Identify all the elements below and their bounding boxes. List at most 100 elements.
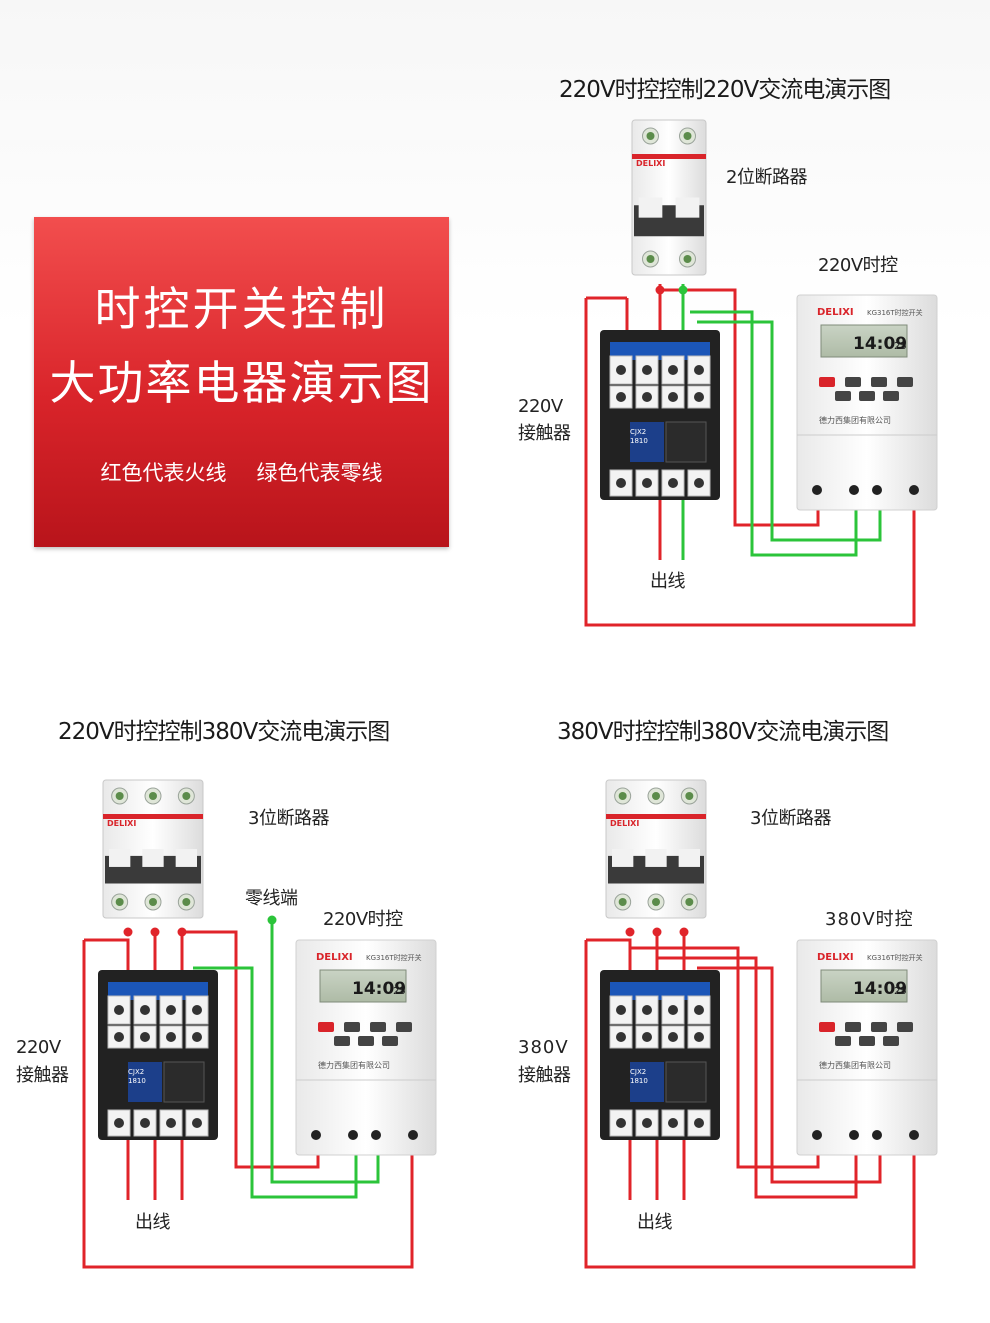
d2-breaker-handle-2 [175, 849, 197, 867]
legend-green-text: 绿色代表零线 [256, 461, 383, 485]
d2-breaker-screw-bottom-2-core [182, 898, 191, 906]
d2-dot-1 [123, 927, 133, 937]
d3-contactor-mid-screw-2 [668, 1032, 678, 1042]
d1-contactor-top-screw-1 [642, 365, 652, 375]
diagram3-output-label: 出线 [637, 1212, 673, 1233]
d1-breaker-brand: DELIXI [636, 159, 665, 168]
d2-contactor-bottom-screw-0 [114, 1118, 124, 1128]
d1-contactor-mid-screw-0 [616, 392, 626, 402]
d1-contactor-model-2: 1810 [630, 437, 648, 445]
d1-timer-button-row1-1 [845, 377, 861, 387]
d2-timer-button-row1-1 [344, 1022, 360, 1032]
d2-wire-left-top [84, 938, 130, 975]
banner-title-line2: 大功率电器演示图 [49, 356, 434, 410]
d3-timer-button-row1-1 [845, 1022, 861, 1032]
diagram2-output-label: 出线 [135, 1212, 171, 1233]
d3-breaker-screw-bottom-0-core [618, 898, 627, 906]
d2-timer-button-row1-2 [370, 1022, 386, 1032]
d2-contactor-top-screw-2 [166, 1005, 176, 1015]
d1-timer-button-row2-0 [835, 391, 851, 401]
diagram1-output-label: 出线 [650, 571, 686, 592]
d2-breaker-red-stripe [103, 814, 203, 819]
d3-contactor-mid-screw-3 [694, 1032, 704, 1042]
wires-layer [82, 284, 919, 1269]
d1-wire-neutral-timer-2 [697, 320, 882, 542]
d1-timer-terminal-3 [909, 485, 919, 495]
d2-contactor-mid-screw-1 [140, 1032, 150, 1042]
d1-timer-button-row2-2 [883, 391, 899, 401]
d3-contactor-mid-screw-0 [616, 1032, 626, 1042]
d2-timer-lcd [319, 969, 407, 1003]
diagram2-title: 220V时控控制380V交流电演示图 [58, 719, 390, 745]
d3-wire-left-top [586, 938, 632, 975]
d3-timer-brand: DELIXI [817, 952, 854, 963]
d3-breaker-screw-top-2-core [685, 792, 694, 800]
d2-timer-lcd-seconds: 25 [393, 986, 406, 997]
d3-breaker-screw-top-0-core [618, 792, 627, 800]
d3-timer-button-row2-2 [883, 1036, 899, 1046]
d1-contactor-model-1: CJX2 [630, 428, 646, 436]
d3-timer-company: 德力西集团有限公司 [819, 1060, 891, 1070]
d2-timer-button-row1-3 [396, 1022, 412, 1032]
d2-timer-lcd-time: 14:09 [352, 979, 406, 999]
d2-contactor-mid-screw-2 [166, 1032, 176, 1042]
d2-timer-button-row1-0 [318, 1022, 334, 1032]
d1-contactor-bottom-screw-0 [616, 478, 626, 488]
title-banner: 时控开关控制 大功率电器演示图 红色代表火线 绿色代表零线 [34, 217, 449, 547]
d3-breaker-handle-1 [645, 849, 667, 867]
d3-contactor-bottom-screw-3 [694, 1118, 704, 1128]
d3-breaker-screw-top-1-core [652, 792, 660, 800]
d3-dot-2 [652, 927, 662, 937]
d3-timer-button-row1-3 [897, 1022, 913, 1032]
d3-timer-button-row1-2 [871, 1022, 887, 1032]
d1-contactor-top-label [610, 342, 710, 360]
d1-timer-lcd-seconds: 25 [894, 341, 907, 352]
diagram3-contactor-label-1: 380V [518, 1037, 569, 1058]
d1-timer-terminal-1 [849, 485, 859, 495]
d3-dot-3 [679, 927, 689, 937]
d3-wire-live-loop [584, 940, 916, 1269]
d1-contactor-top-screw-0 [616, 365, 626, 375]
d2-contactor-top-screw-1 [140, 1005, 150, 1015]
diagram2-timer-label: 220V时控 [323, 909, 403, 930]
legend-red-text: 红色代表火线 [100, 461, 227, 485]
d3-contactor-top-screw-0 [616, 1005, 626, 1015]
d1-wire-live-timer [660, 288, 820, 527]
banner-title-line1: 时控开关控制 [94, 282, 389, 336]
d2-contactor-model-1: CJX2 [128, 1068, 144, 1076]
d3-contactor-top-screw-3 [694, 1005, 704, 1015]
d3-contactor-window [630, 1062, 664, 1102]
d1-breaker-handle-1 [675, 197, 700, 218]
d2-contactor-top-label [108, 982, 208, 1000]
d3-breaker-screw-bottom-1-core [652, 898, 660, 906]
d2-timer-button-row2-1 [358, 1036, 374, 1046]
d1-breaker-screw-bottom-0-core [646, 255, 655, 263]
d3-contactor-model-1: CJX2 [630, 1068, 646, 1076]
d1-breaker-screw-top-0-core [646, 132, 655, 140]
d3-timer-model: KG316T时控开关 [867, 953, 923, 962]
d3-breaker-red-stripe [606, 814, 706, 819]
d1-contactor-mid-screw-3 [694, 392, 704, 402]
diagram2-breaker-label: 3位断路器 [248, 808, 329, 829]
d1-timer-button-row1-3 [897, 377, 913, 387]
diagram2-contactor-label-2: 接触器 [16, 1065, 69, 1086]
d2-breaker-screw-bottom-1-core [149, 898, 157, 906]
banner-legend: 红色代表火线 绿色代表零线 [34, 457, 449, 487]
d3-timer-button-row2-0 [835, 1036, 851, 1046]
diagram2-contactor-label-1: 220V [16, 1037, 61, 1058]
d2-breaker-screw-top-0-core [115, 792, 124, 800]
d3-breaker-brand: DELIXI [610, 819, 639, 828]
d3-timer-terminal-3 [909, 1130, 919, 1140]
d2-timer-terminal-1 [348, 1130, 358, 1140]
d2-dot-3 [177, 927, 187, 937]
d2-timer-model: KG316T时控开关 [366, 953, 422, 962]
d1-breaker-handle-0 [638, 197, 663, 218]
diagram3-breaker-label: 3位断路器 [750, 808, 831, 829]
diagram1-contactor-label-2: 接触器 [518, 423, 571, 444]
d2-timer-brand: DELIXI [316, 952, 353, 963]
d3-timer-lcd-time: 14:09 [853, 979, 907, 999]
diagram3-title: 380V时控控制380V交流电演示图 [557, 719, 889, 745]
d1-contactor-bottom-screw-1 [642, 478, 652, 488]
